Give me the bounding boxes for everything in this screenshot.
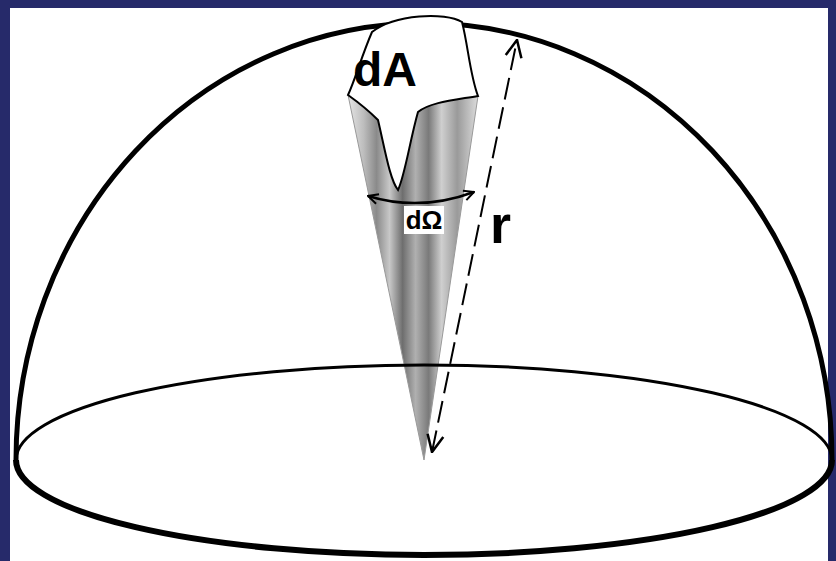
radius-label: r: [488, 196, 513, 252]
area-label: dA: [353, 46, 417, 94]
solid-angle-label: dΩ: [404, 206, 445, 234]
slide-ground: [10, 8, 828, 561]
cone-edge: [348, 95, 478, 460]
solid-angle-arrow: [368, 192, 474, 203]
area-patch: dA: [340, 12, 485, 197]
solid-angle-cone: [348, 95, 478, 460]
patch-shape: [348, 16, 478, 190]
patch-outline: [340, 12, 485, 197]
base-ellipse-back: [16, 365, 832, 460]
base-ellipse-front: [16, 460, 832, 555]
